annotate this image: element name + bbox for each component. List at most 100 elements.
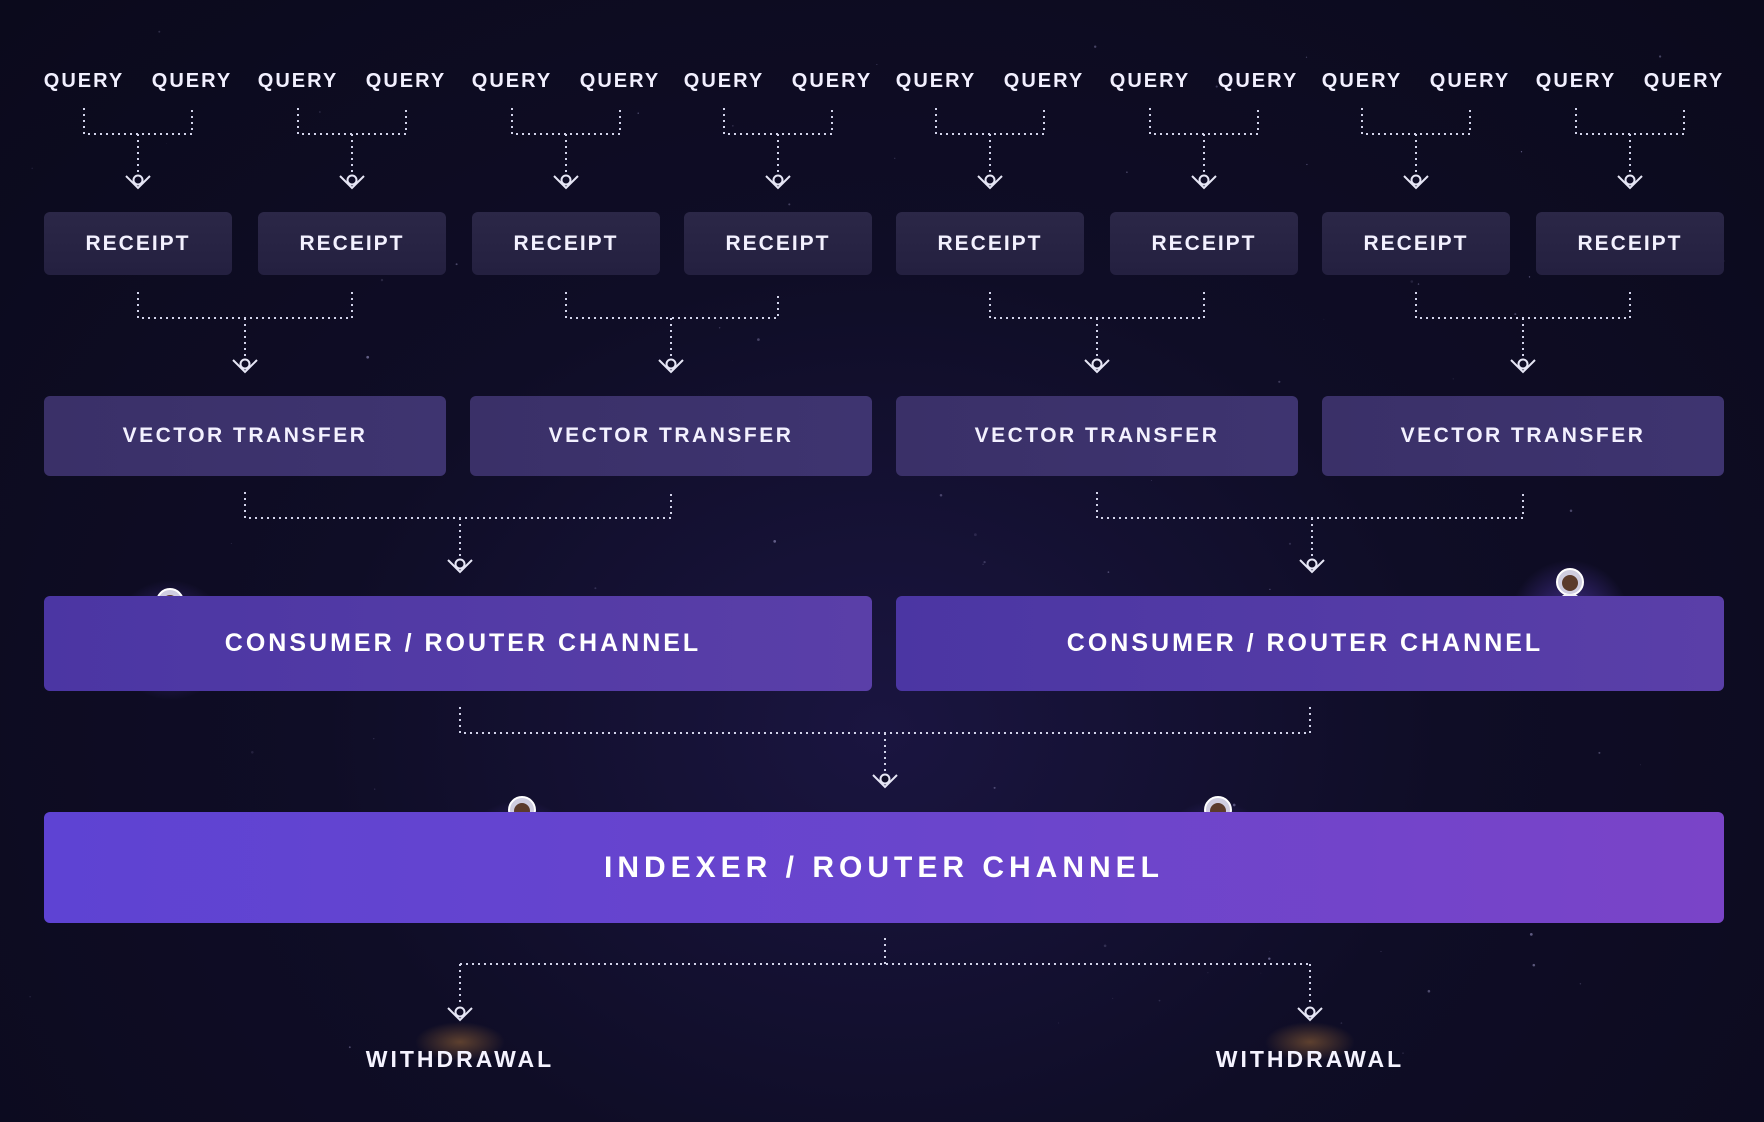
arrow-node-icon (1306, 558, 1318, 570)
star-dot (982, 563, 984, 565)
receipt-box: RECEIPT (1110, 212, 1298, 275)
star-dot (1150, 480, 1152, 481)
dotted-connector (459, 938, 1311, 1006)
receipt-box: RECEIPT (472, 212, 660, 275)
vector-transfer-box: VECTOR TRANSFER (470, 396, 872, 476)
query-label: QUERY (1109, 69, 1191, 92)
query-label: QUERY (683, 69, 765, 92)
arrow-node-icon (1198, 174, 1210, 186)
dotted-connector (989, 292, 1205, 358)
star-dot (1410, 280, 1414, 283)
dotted-connector (1149, 108, 1259, 174)
star-dot (732, 125, 734, 127)
star-dot (29, 996, 31, 998)
dotted-connector (1096, 492, 1524, 558)
star-dot (1278, 380, 1281, 383)
star-dot (166, 143, 167, 144)
query-label: QUERY (257, 69, 339, 92)
star-dot (1269, 951, 1271, 953)
star-dot (1058, 1022, 1060, 1024)
star-dot (1528, 276, 1531, 278)
star-dot (1260, 972, 1262, 974)
star-dot (373, 738, 375, 740)
arrow-node-icon (1624, 174, 1636, 186)
dotted-connector (565, 292, 779, 358)
receipt-box: RECEIPT (1536, 212, 1724, 275)
star-dot (1427, 989, 1431, 993)
arrow-head-icon (1403, 175, 1429, 190)
arrow-head-icon (553, 175, 579, 190)
arrow-head-icon (1191, 175, 1217, 190)
star-dot (1452, 378, 1454, 380)
arrow-head-icon (125, 175, 151, 190)
arrow-head-icon (232, 359, 258, 374)
arrow-head-icon (1299, 559, 1325, 574)
star-dot (894, 157, 896, 159)
star-dot (594, 587, 597, 590)
receipt-box: RECEIPT (44, 212, 232, 275)
star-dot (732, 359, 734, 361)
query-label: QUERY (1003, 69, 1085, 92)
vector-transfer-box: VECTOR TRANSFER (44, 396, 446, 476)
dotted-connector (297, 108, 407, 174)
arrow-head-icon (977, 175, 1003, 190)
star-dot (788, 203, 791, 206)
vector-transfer-box: VECTOR TRANSFER (1322, 396, 1724, 476)
star-dot (939, 493, 943, 497)
star-dot (1268, 957, 1271, 960)
dotted-connector (511, 108, 621, 174)
vector-transfer-box: VECTOR TRANSFER (896, 396, 1298, 476)
star-dot (1340, 1022, 1343, 1024)
dotted-connector (137, 292, 353, 358)
star-dot (1269, 588, 1271, 591)
query-label: QUERY (579, 69, 661, 92)
query-label: QUERY (1643, 69, 1725, 92)
star-dot (374, 788, 376, 790)
dotted-connector (244, 492, 672, 558)
star-dot (1158, 999, 1161, 1002)
star-dot (1532, 963, 1536, 967)
dotted-connector (459, 707, 1311, 773)
withdrawal-label: WITHDRAWAL (365, 1045, 555, 1072)
star-dot (1323, 318, 1325, 320)
dotted-connector (1361, 108, 1471, 174)
dotted-connector (723, 108, 833, 174)
arrow-head-icon (658, 359, 684, 374)
star-dot (773, 540, 777, 543)
arrow-node-icon (665, 358, 677, 370)
arrow-node-icon (1517, 358, 1529, 370)
star-dot (1380, 950, 1382, 952)
arrow-head-icon (1297, 1007, 1323, 1022)
arrow-head-icon (1617, 175, 1643, 190)
arrow-head-icon (1084, 359, 1110, 374)
arrow-head-icon (447, 1007, 473, 1022)
arrow-node-icon (1091, 358, 1103, 370)
query-label: QUERY (1535, 69, 1617, 92)
consumer-router-channel-box: CONSUMER / ROUTER CHANNEL (896, 596, 1724, 691)
indexer-router-channel-box: INDEXER / ROUTER CHANNEL (44, 812, 1724, 923)
withdrawal-label: WITHDRAWAL (1215, 1045, 1405, 1072)
star-dot (1207, 972, 1209, 974)
star-dot (1094, 45, 1097, 48)
arrow-head-icon (447, 559, 473, 574)
star-dot (1569, 509, 1573, 512)
star-dot (1107, 571, 1110, 573)
star-dot (251, 751, 254, 754)
star-dot (1305, 56, 1308, 58)
star-dot (455, 263, 458, 266)
query-label: QUERY (43, 69, 125, 92)
receipt-box: RECEIPT (896, 212, 1084, 275)
receipt-box: RECEIPT (684, 212, 872, 275)
query-label: QUERY (365, 69, 447, 92)
star-dot (974, 533, 977, 537)
arrow-node-icon (879, 773, 891, 785)
receipt-box: RECEIPT (258, 212, 446, 275)
star-dot (983, 560, 986, 564)
star-dot (757, 338, 760, 341)
star-dot (380, 278, 384, 282)
dotted-connector (83, 108, 193, 174)
dotted-connector (1575, 108, 1685, 174)
star-dot (1520, 151, 1523, 153)
arrow-head-icon (872, 774, 898, 789)
arrow-node-icon (132, 174, 144, 186)
